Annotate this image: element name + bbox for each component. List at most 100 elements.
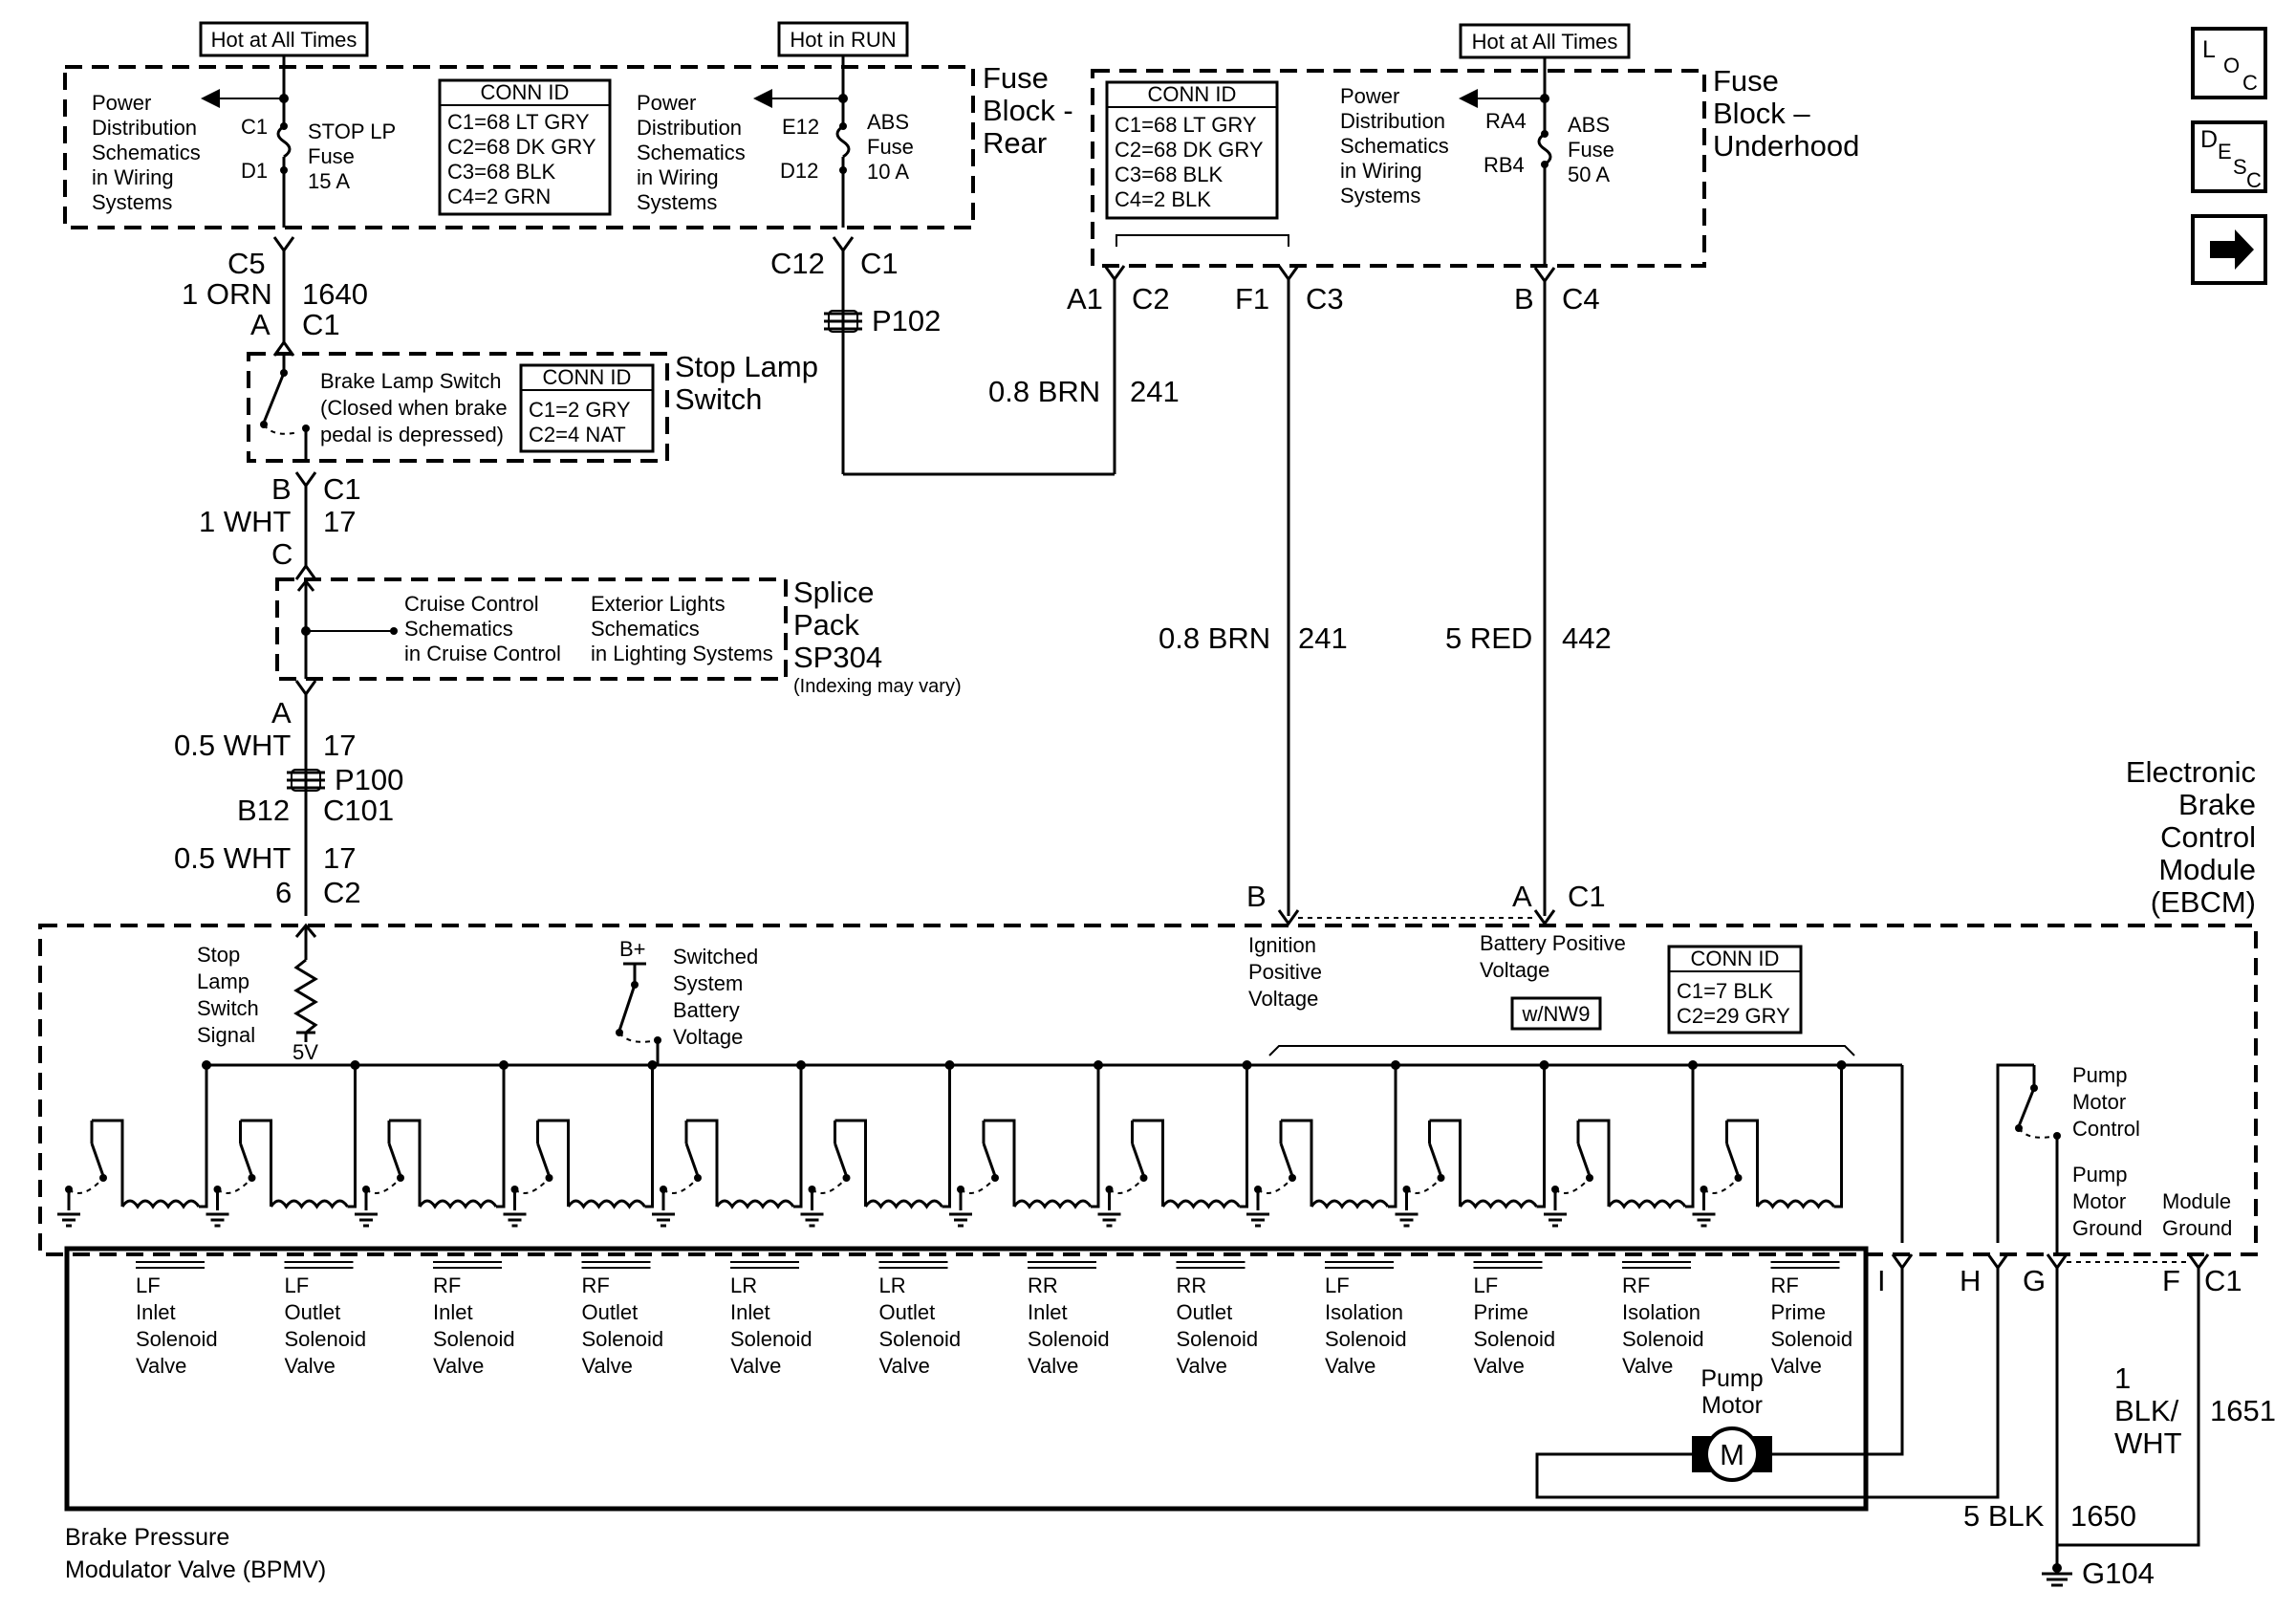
svg-text:C101: C101	[323, 794, 394, 827]
svg-text:O: O	[2223, 54, 2240, 77]
valve-label-line: Valve	[285, 1354, 336, 1378]
valve-label-line: Solenoid	[1028, 1327, 1110, 1351]
svg-text:A: A	[271, 696, 292, 729]
valve-label-line: Isolation	[1325, 1300, 1403, 1324]
loc-button[interactable]: L O C	[2191, 27, 2267, 99]
svg-text:in Wiring: in Wiring	[1340, 159, 1422, 183]
valve-label-line: Valve	[1177, 1354, 1227, 1378]
solenoid-driver	[1544, 1060, 1698, 1228]
next-page-button[interactable]	[2191, 214, 2267, 285]
svg-text:Splice: Splice	[793, 576, 874, 609]
svg-text:C1: C1	[860, 247, 899, 280]
svg-text:Hot at All Times: Hot at All Times	[1472, 30, 1618, 54]
svg-text:C4=2 BLK: C4=2 BLK	[1115, 187, 1211, 211]
valve-label-line: Solenoid	[1771, 1327, 1853, 1351]
valve-label-line: Solenoid	[1622, 1327, 1704, 1351]
abs-fuse-10a: E12 D12 ABS Fuse 10 A	[780, 98, 914, 228]
svg-text:G: G	[2023, 1264, 2046, 1297]
svg-text:Distribution: Distribution	[637, 116, 742, 140]
svg-text:Fuse: Fuse	[1713, 64, 1779, 98]
svg-text:in Cruise Control: in Cruise Control	[404, 642, 561, 665]
svg-text:CONN ID: CONN ID	[481, 80, 570, 104]
svg-text:E: E	[2218, 140, 2232, 163]
svg-text:Block -: Block -	[983, 94, 1073, 127]
hot-at-all-times-label-2: Hot at All Times	[1459, 23, 1631, 59]
valve-label-line: Valve	[433, 1354, 484, 1378]
svg-text:Pump: Pump	[1700, 1365, 1763, 1392]
svg-text:Voltage: Voltage	[1480, 958, 1549, 982]
svg-text:Distribution: Distribution	[92, 116, 197, 140]
valve-label-line: LR	[879, 1274, 906, 1297]
svg-text:C2=68 DK GRY: C2=68 DK GRY	[447, 135, 596, 159]
svg-text:P100: P100	[335, 763, 403, 796]
svg-text:10 A: 10 A	[867, 160, 909, 184]
svg-text:Schematics: Schematics	[1340, 134, 1449, 158]
svg-text:H: H	[1960, 1264, 1981, 1297]
solenoid-driver	[57, 1060, 211, 1228]
svg-text:w/NW9: w/NW9	[1522, 1002, 1591, 1026]
svg-text:Ground: Ground	[2162, 1216, 2232, 1240]
svg-text:Underhood: Underhood	[1713, 129, 1859, 163]
solenoid-driver	[800, 1060, 955, 1228]
svg-text:Stop Lamp: Stop Lamp	[675, 350, 818, 383]
svg-text:C2=4 NAT: C2=4 NAT	[529, 423, 626, 446]
solenoid-driver	[1395, 1060, 1549, 1228]
svg-text:0.8 BRN: 0.8 BRN	[1159, 621, 1270, 655]
svg-text:17: 17	[323, 505, 356, 538]
svg-text:Ignition: Ignition	[1248, 933, 1316, 957]
svg-text:Schematics: Schematics	[591, 617, 700, 641]
svg-text:RA4: RA4	[1485, 109, 1527, 133]
svg-text:System: System	[673, 971, 743, 995]
pump-motor-wiring	[1535, 1253, 2009, 1499]
valve-label-line: Outlet	[879, 1300, 936, 1324]
valve-label-line: LF	[285, 1274, 310, 1297]
svg-text:BLK/: BLK/	[2114, 1394, 2179, 1427]
svg-text:in Lighting Systems: in Lighting Systems	[591, 642, 773, 665]
svg-text:C1: C1	[1568, 880, 1606, 913]
ground-wiring: 1 BLK/ WHT 1651 5 BLK 1650 G104	[1963, 1253, 2276, 1590]
svg-text:Stop: Stop	[197, 943, 240, 967]
svg-text:A1: A1	[1067, 282, 1103, 316]
svg-text:STOP LP: STOP LP	[308, 120, 396, 143]
svg-text:Schematics: Schematics	[637, 141, 746, 164]
desc-button[interactable]: D E S C	[2191, 120, 2267, 193]
valve-labels: LFInletSolenoidValveLFOutletSolenoidValv…	[136, 1261, 1853, 1378]
solenoid-driver	[949, 1060, 1103, 1228]
bpmv-module: LFInletSolenoidValveLFOutletSolenoidValv…	[64, 1246, 1869, 1583]
svg-text:Voltage: Voltage	[1248, 987, 1318, 1011]
svg-text:C1=7 BLK: C1=7 BLK	[1677, 979, 1773, 1003]
svg-text:CONN ID: CONN ID	[1691, 947, 1780, 970]
svg-text:C4=2 GRN: C4=2 GRN	[447, 185, 551, 208]
valve-label-line: Solenoid	[879, 1327, 962, 1351]
svg-text:C1: C1	[2204, 1264, 2242, 1297]
svg-text:B: B	[1514, 282, 1534, 316]
valve-label-line: Solenoid	[1177, 1327, 1259, 1351]
valve-label-line: Valve	[1325, 1354, 1375, 1378]
ebcm-conn-id: CONN ID C1=7 BLK C2=29 GRY	[1667, 945, 1803, 1034]
valve-label-line: Inlet	[1028, 1300, 1068, 1324]
svg-text:0.5 WHT: 0.5 WHT	[174, 729, 291, 762]
valve-label-line: Valve	[136, 1354, 186, 1378]
svg-text:C5: C5	[227, 247, 266, 280]
svg-text:C: C	[271, 537, 292, 571]
valve-label-line: LF	[1474, 1274, 1499, 1297]
svg-text:C: C	[2246, 168, 2262, 192]
svg-text:Battery: Battery	[673, 998, 740, 1022]
svg-text:Electronic: Electronic	[2126, 755, 2256, 789]
valve-label-line: RF	[582, 1274, 610, 1297]
svg-text:A: A	[1512, 880, 1532, 913]
solenoid-driver	[1246, 1060, 1400, 1228]
solenoid-driver	[652, 1060, 806, 1228]
svg-text:C2: C2	[323, 876, 361, 909]
splice-pack-sp304: Cruise Control Schematics in Cruise Cont…	[275, 576, 962, 697]
valve-label-line: Valve	[1028, 1354, 1078, 1378]
svg-text:B+: B+	[619, 937, 646, 961]
svg-text:F: F	[2162, 1264, 2180, 1297]
valve-label-line: Solenoid	[1325, 1327, 1407, 1351]
